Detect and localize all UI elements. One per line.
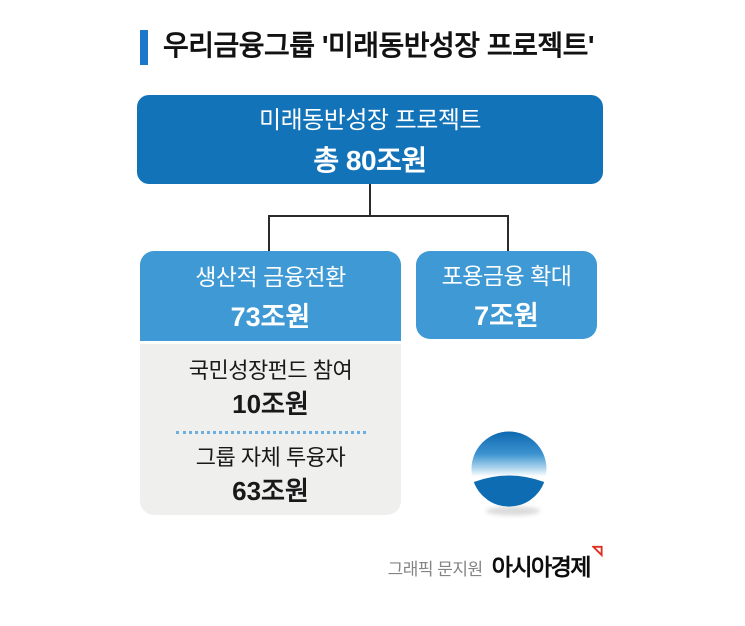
- footer-credit: 그래픽 문지원 아시아경제: [387, 545, 603, 582]
- node-amount: 73조원: [230, 302, 311, 332]
- root-node-title: 미래동반성장 프로젝트: [259, 107, 481, 134]
- title-accent-bar: [140, 30, 148, 65]
- node-title: 생산적 금융전환: [195, 264, 346, 290]
- node-amount: 7조원: [474, 301, 539, 331]
- detail-label: 국민성장펀드 참여: [188, 358, 353, 383]
- detail-amount: 10조원: [232, 389, 309, 419]
- publisher-logo: 아시아경제: [491, 554, 592, 580]
- root-node-amount: 총 80조원: [313, 145, 427, 176]
- node-productive-finance-header: 생산적 금융전환 73조원: [140, 251, 401, 341]
- woori-sphere-logo: [462, 424, 557, 519]
- asiae-flag-icon: [592, 545, 603, 557]
- connector-drop-right: [507, 216, 509, 251]
- detail-label: 그룹 자체 투융자: [195, 445, 346, 470]
- header: 우리금융그룹 '미래동반성장 프로젝트': [140, 26, 595, 66]
- connector-drop-left: [268, 216, 270, 251]
- node-productive-finance-details: 국민성장펀드 참여 10조원 그룹 자체 투융자 63조원: [140, 344, 401, 515]
- node-inclusive-finance: 포용금융 확대 7조원: [416, 251, 597, 339]
- dotted-divider: [175, 431, 366, 434]
- detail-amount: 63조원: [232, 476, 309, 506]
- connector-horizontal: [268, 215, 509, 217]
- node-title: 포용금융 확대: [441, 263, 572, 289]
- root-node-total: 미래동반성장 프로젝트 총 80조원: [137, 95, 603, 184]
- credit-name: 그래픽 문지원: [387, 560, 484, 579]
- connector-stem: [369, 184, 371, 216]
- page-title: 우리금융그룹 '미래동반성장 프로젝트': [163, 30, 595, 61]
- node-productive-finance: 생산적 금융전환 73조원 국민성장펀드 참여 10조원 그룹 자체 투융자 6…: [140, 251, 401, 515]
